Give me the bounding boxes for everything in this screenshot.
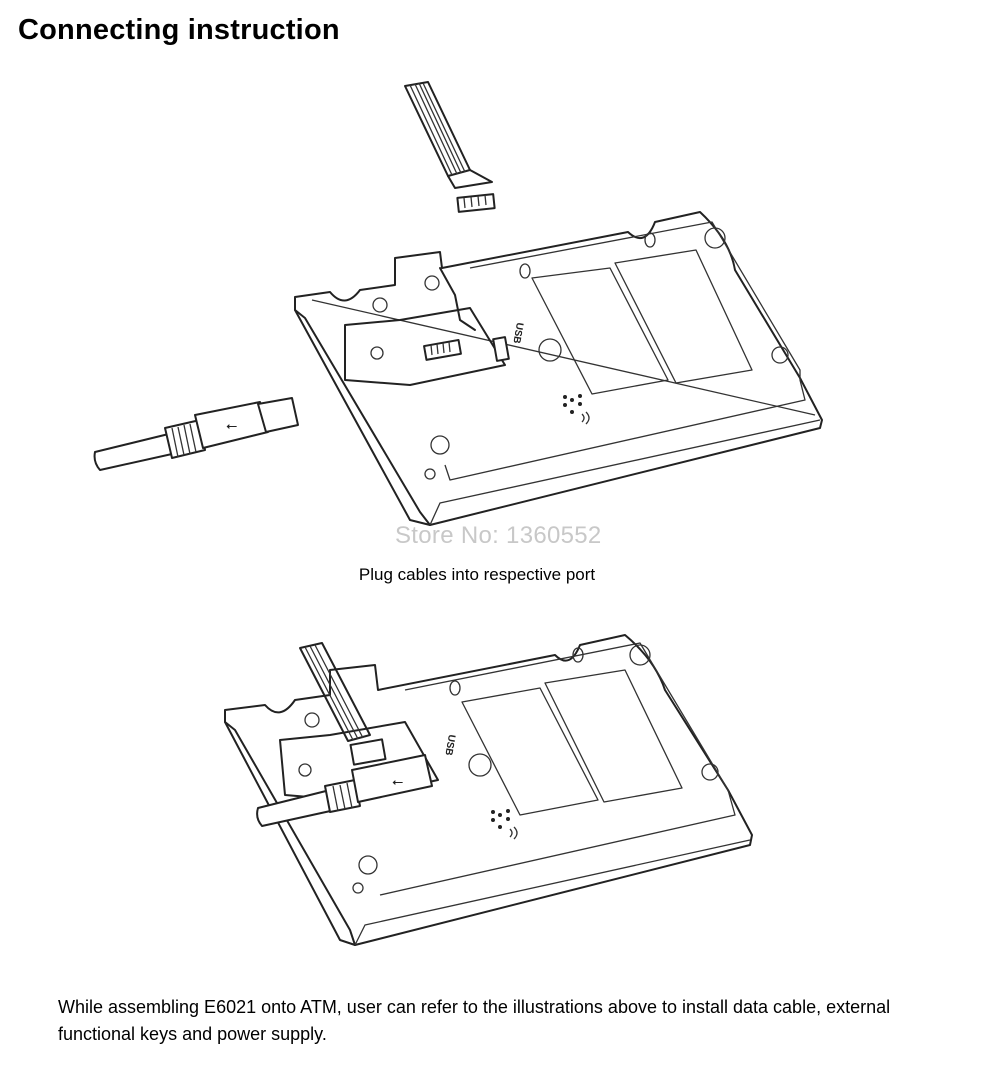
- bottom-illustration: USB ⭠: [224, 634, 753, 946]
- usb-symbol-icon: ⭠: [226, 418, 237, 434]
- usb-port-label-top: USB: [510, 322, 525, 345]
- page-title: Connecting instruction: [18, 14, 340, 46]
- keypad-plate-top: USB: [294, 211, 823, 526]
- usb-cable: ⭠: [93, 397, 299, 471]
- top-illustration: USB ⭠: [93, 81, 823, 526]
- store-watermark: Store No: 1360552: [395, 522, 602, 549]
- usb-symbol-icon-bottom: ⭠: [392, 774, 403, 790]
- contactless-icon-bottom: [491, 809, 518, 840]
- ribbon-cable: [404, 81, 496, 213]
- contactless-icon: [563, 394, 590, 425]
- diagram-caption: Plug cables into respective port: [358, 565, 596, 584]
- assembly-description: While assembling E6021 onto ATM, user ca…: [58, 997, 891, 1044]
- usb-port-label-bottom: USB: [442, 734, 457, 757]
